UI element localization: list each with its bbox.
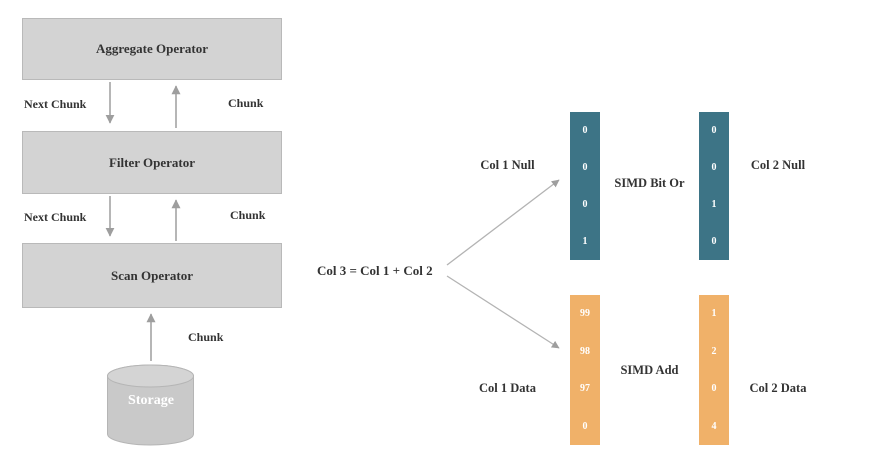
col1-null-label: Col 1 Null [480, 158, 535, 172]
col1-null-value: 1 [582, 236, 588, 247]
storage-label: Storage [128, 393, 174, 408]
col1-data-value: 0 [582, 420, 588, 432]
next-chunk-label-2: Next Chunk [24, 210, 87, 224]
col2-data-label: Col 2 Data [749, 381, 807, 395]
col1-data-value: 99 [580, 308, 590, 320]
col2-null-value: 1 [711, 199, 717, 210]
col1-data-value: 98 [580, 345, 590, 357]
scan-operator-box: Scan Operator [22, 243, 282, 308]
expression-label: Col 3 = Col 1 + Col 2 [317, 263, 433, 278]
col1-data-value: 97 [580, 383, 590, 395]
simd-bit-or-label: SIMD Bit Or [614, 176, 685, 190]
col2-null-label: Col 2 Null [750, 158, 806, 172]
filter-operator-box: Filter Operator [22, 131, 282, 194]
next-chunk-label-1: Next Chunk [24, 97, 87, 111]
col1-data-label: Col 1 Data [479, 381, 536, 395]
col2-data-value: 1 [711, 308, 717, 320]
col2-data-vector: 1 2 0 4 [699, 295, 729, 445]
col2-null-value: 0 [711, 125, 717, 136]
chunk-label-storage: Chunk [188, 330, 224, 344]
chunk-label-2: Chunk [230, 208, 266, 222]
col2-null-vector: 0 0 1 0 [699, 112, 729, 260]
col2-data-value: 2 [711, 345, 717, 357]
arrow-expression-to-data-icon [446, 275, 560, 349]
arrow-expression-to-null-icon [446, 179, 560, 266]
chunk-label-1: Chunk [228, 96, 264, 110]
col2-data-value: 4 [711, 420, 717, 432]
col1-null-value: 0 [582, 125, 588, 136]
aggregate-operator-box: Aggregate Operator [22, 18, 282, 80]
col2-null-value: 0 [711, 236, 717, 247]
simd-add-label: SIMD Add [620, 363, 679, 377]
col2-data-value: 0 [711, 383, 717, 395]
col1-null-vector: 0 0 0 1 [570, 112, 600, 260]
col1-data-vector: 99 98 97 0 [570, 295, 600, 445]
col1-null-value: 0 [582, 199, 588, 210]
col2-null-value: 0 [711, 162, 717, 173]
col1-null-value: 0 [582, 162, 588, 173]
